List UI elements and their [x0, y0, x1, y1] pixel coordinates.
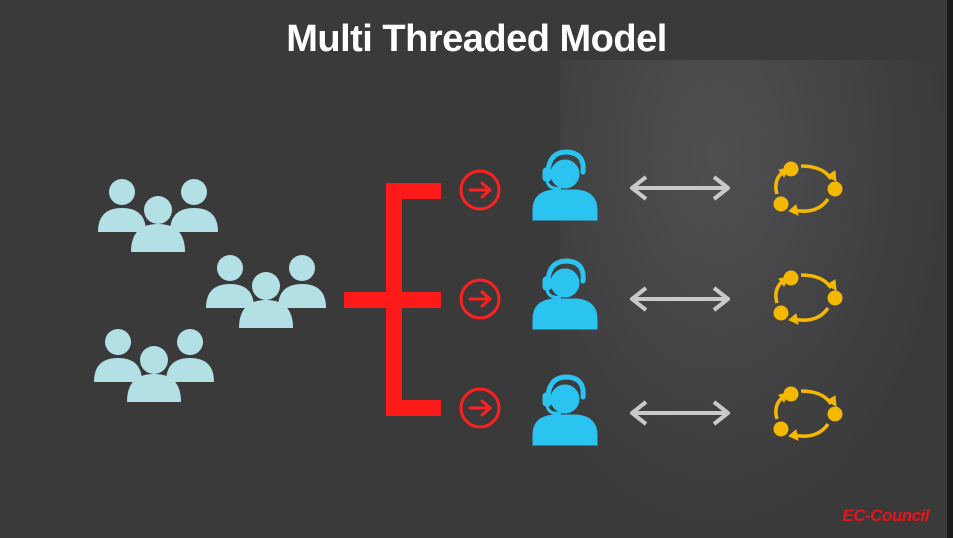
headset-agent-icon: [533, 377, 597, 445]
thread-row: [459, 377, 844, 445]
cycle-icon: [772, 160, 844, 217]
background-code-screen: [560, 60, 953, 538]
thread-row: [459, 261, 844, 329]
frame-edge: [947, 0, 953, 538]
thread-row: [459, 152, 844, 220]
cycle-icon: [772, 385, 844, 442]
clients: [94, 179, 326, 402]
user-group-icon: [206, 255, 326, 328]
headset-agent-icon: [533, 152, 597, 220]
circle-arrow-right-icon: [459, 169, 501, 211]
bidirectional-arrow-icon: [630, 400, 730, 426]
bidirectional-arrow-icon: [630, 286, 730, 312]
slide-title: Multi Threaded Model: [286, 18, 667, 60]
circle-arrow-right-icon: [459, 278, 501, 320]
bidirectional-arrow-icon: [630, 175, 730, 201]
cycle-icon: [772, 269, 844, 326]
circle-arrow-right-icon: [459, 387, 501, 429]
headset-agent-icon: [533, 261, 597, 329]
user-group-icon: [98, 179, 218, 252]
user-group-icon: [94, 329, 214, 402]
bracket-connector: [344, 183, 441, 416]
brand-logo: EC-Council: [842, 506, 929, 525]
